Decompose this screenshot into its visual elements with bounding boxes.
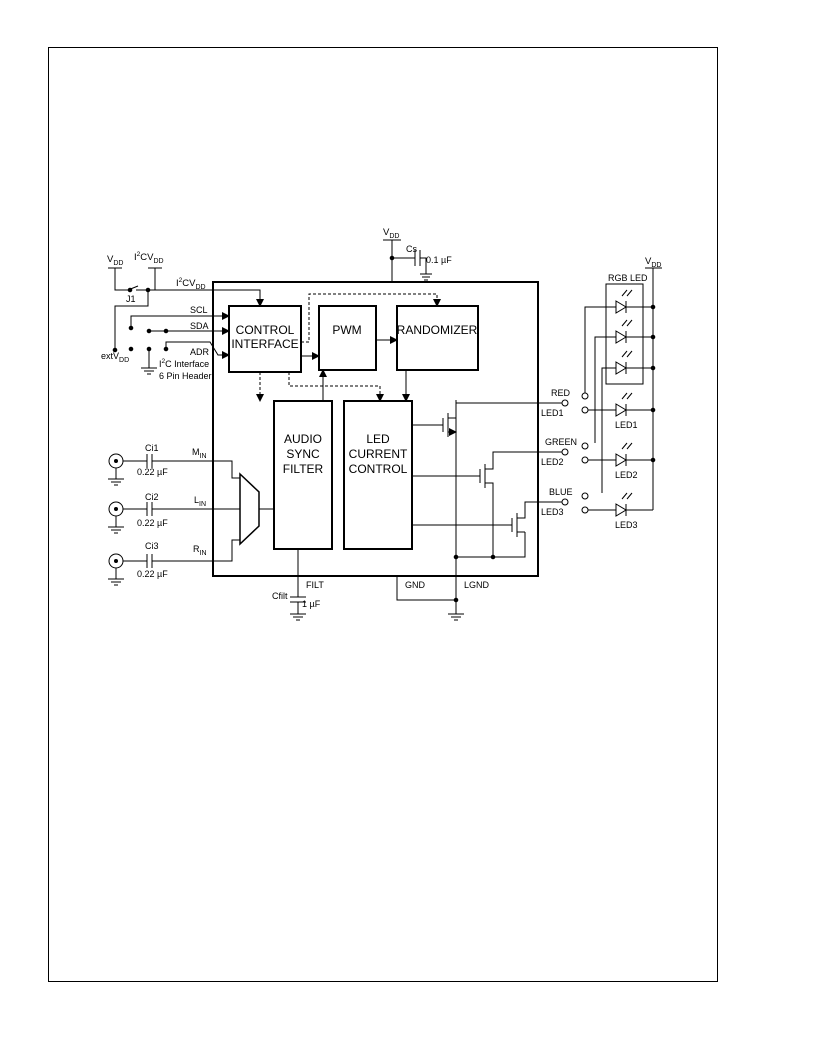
header-ground	[141, 349, 157, 375]
pin-red-rgb	[581, 392, 589, 400]
m-in-label: MIN	[192, 447, 207, 460]
led1-label: LED1	[615, 420, 638, 430]
fet-red	[412, 402, 562, 440]
led2-label: LED2	[615, 470, 638, 480]
led-blue-diode	[615, 361, 653, 375]
i2cvdd-top-label: I2CVDD	[134, 251, 164, 265]
vdd-led-label: VDD	[645, 256, 661, 269]
led-emission-icons	[621, 289, 633, 500]
ci3-value: 0.22 µF	[137, 569, 168, 579]
pin-red	[561, 399, 569, 407]
adr-wire	[165, 341, 230, 359]
led3-label: LED3	[615, 520, 638, 530]
led-control-label-2: CURRENT	[349, 447, 408, 461]
cs-capacitor	[392, 250, 432, 281]
randomizer-block	[396, 305, 479, 371]
led2-pin-label: LED2	[541, 457, 564, 467]
led2-diode	[588, 453, 653, 467]
green-label: GREEN	[545, 437, 577, 447]
rgb-led-wires	[584, 306, 616, 493]
sda-label: SDA	[190, 321, 209, 331]
cfilt-value: 1 µF	[302, 599, 321, 609]
led1-diode	[588, 403, 653, 417]
led-green-diode	[615, 330, 653, 344]
pin-green-rgb	[581, 442, 589, 450]
red-label: RED	[551, 388, 571, 398]
ci2-value: 0.22 µF	[137, 518, 168, 528]
pin-blue-rgb	[581, 492, 589, 500]
audio-label-2: SYNC	[286, 447, 320, 461]
extvdd-wire	[114, 290, 149, 350]
audio-label-1: AUDIO	[284, 432, 322, 446]
header-label-2: 6 Pin Header	[159, 371, 212, 381]
scl-wire	[130, 312, 230, 328]
ci2-label: Ci2	[145, 492, 159, 502]
led3-diode	[588, 503, 653, 517]
filt-label: FILT	[306, 580, 324, 590]
lgnd-label: LGND	[464, 580, 490, 590]
cs-label: Cs	[406, 244, 417, 254]
chip-outline	[212, 281, 539, 577]
l-in-label: LIN	[194, 495, 206, 508]
page-frame	[48, 47, 718, 982]
fet-source-bus	[456, 486, 526, 558]
adr-label: ADR	[190, 347, 210, 357]
vdd-left-label: VDD	[107, 254, 123, 267]
ci1-label: Ci1	[145, 443, 159, 453]
vdd-led-bus	[645, 267, 662, 510]
dashed-ci-to-randomizer	[301, 293, 441, 343]
scl-label: SCL	[190, 305, 208, 315]
r-in-label: RIN	[193, 544, 207, 557]
i2cvdd-wire	[150, 289, 264, 307]
audio-label-3: FILTER	[283, 462, 324, 476]
pin-led3	[581, 506, 589, 514]
pwm-block	[318, 305, 377, 371]
audio-jack-l	[108, 501, 240, 534]
led-red-diode	[615, 300, 653, 314]
control-label-1: CONTROL	[236, 323, 295, 337]
pin-led2	[581, 456, 589, 464]
rgb-led-label: RGB LED	[608, 273, 648, 283]
vdd-main-label: VDD	[383, 227, 399, 240]
dashed-ci-to-led-control	[288, 372, 384, 402]
i2cvdd-pin-label: I2CVDD	[176, 277, 206, 291]
led-control-label-3: CONTROL	[349, 462, 408, 476]
audio-jack-m	[108, 453, 240, 486]
extvdd-label: extVDD	[101, 351, 129, 364]
ci1-value: 0.22 µF	[137, 467, 168, 477]
cfilt-label: Cfilt	[272, 591, 288, 601]
pin-blue	[561, 498, 569, 506]
led-control-label-1: LED	[366, 432, 390, 446]
pin-green	[561, 448, 569, 456]
rgb-led-package	[605, 283, 644, 385]
j1-label: J1	[126, 294, 136, 304]
lgnd-wire	[448, 400, 464, 621]
gnd-wire	[396, 576, 456, 601]
led3-pin-label: LED3	[541, 507, 564, 517]
pin-led1	[581, 406, 589, 414]
fet-blue	[412, 501, 562, 537]
vdd-supply-wire	[383, 239, 401, 282]
blue-label: BLUE	[549, 487, 573, 497]
input-mux	[239, 472, 260, 546]
control-label-2: INTERFACE	[231, 337, 298, 351]
header-label-1: I2C Interface	[159, 358, 209, 369]
cs-value: 0.1 µF	[426, 255, 452, 265]
randomizer-label: RANDOMIZER	[397, 323, 478, 337]
fet-green	[412, 451, 562, 488]
led1-pin-label: LED1	[541, 408, 564, 418]
j1-jumper-wires	[108, 267, 162, 291]
audio-jack-r	[108, 539, 240, 586]
pwm-label: PWM	[332, 323, 361, 337]
audio-sync-filter-block	[273, 400, 333, 550]
gnd-label: GND	[405, 580, 426, 590]
cfilt-capacitor	[290, 549, 306, 621]
ci3-label: Ci3	[145, 541, 159, 551]
control-interface-block	[228, 305, 302, 373]
